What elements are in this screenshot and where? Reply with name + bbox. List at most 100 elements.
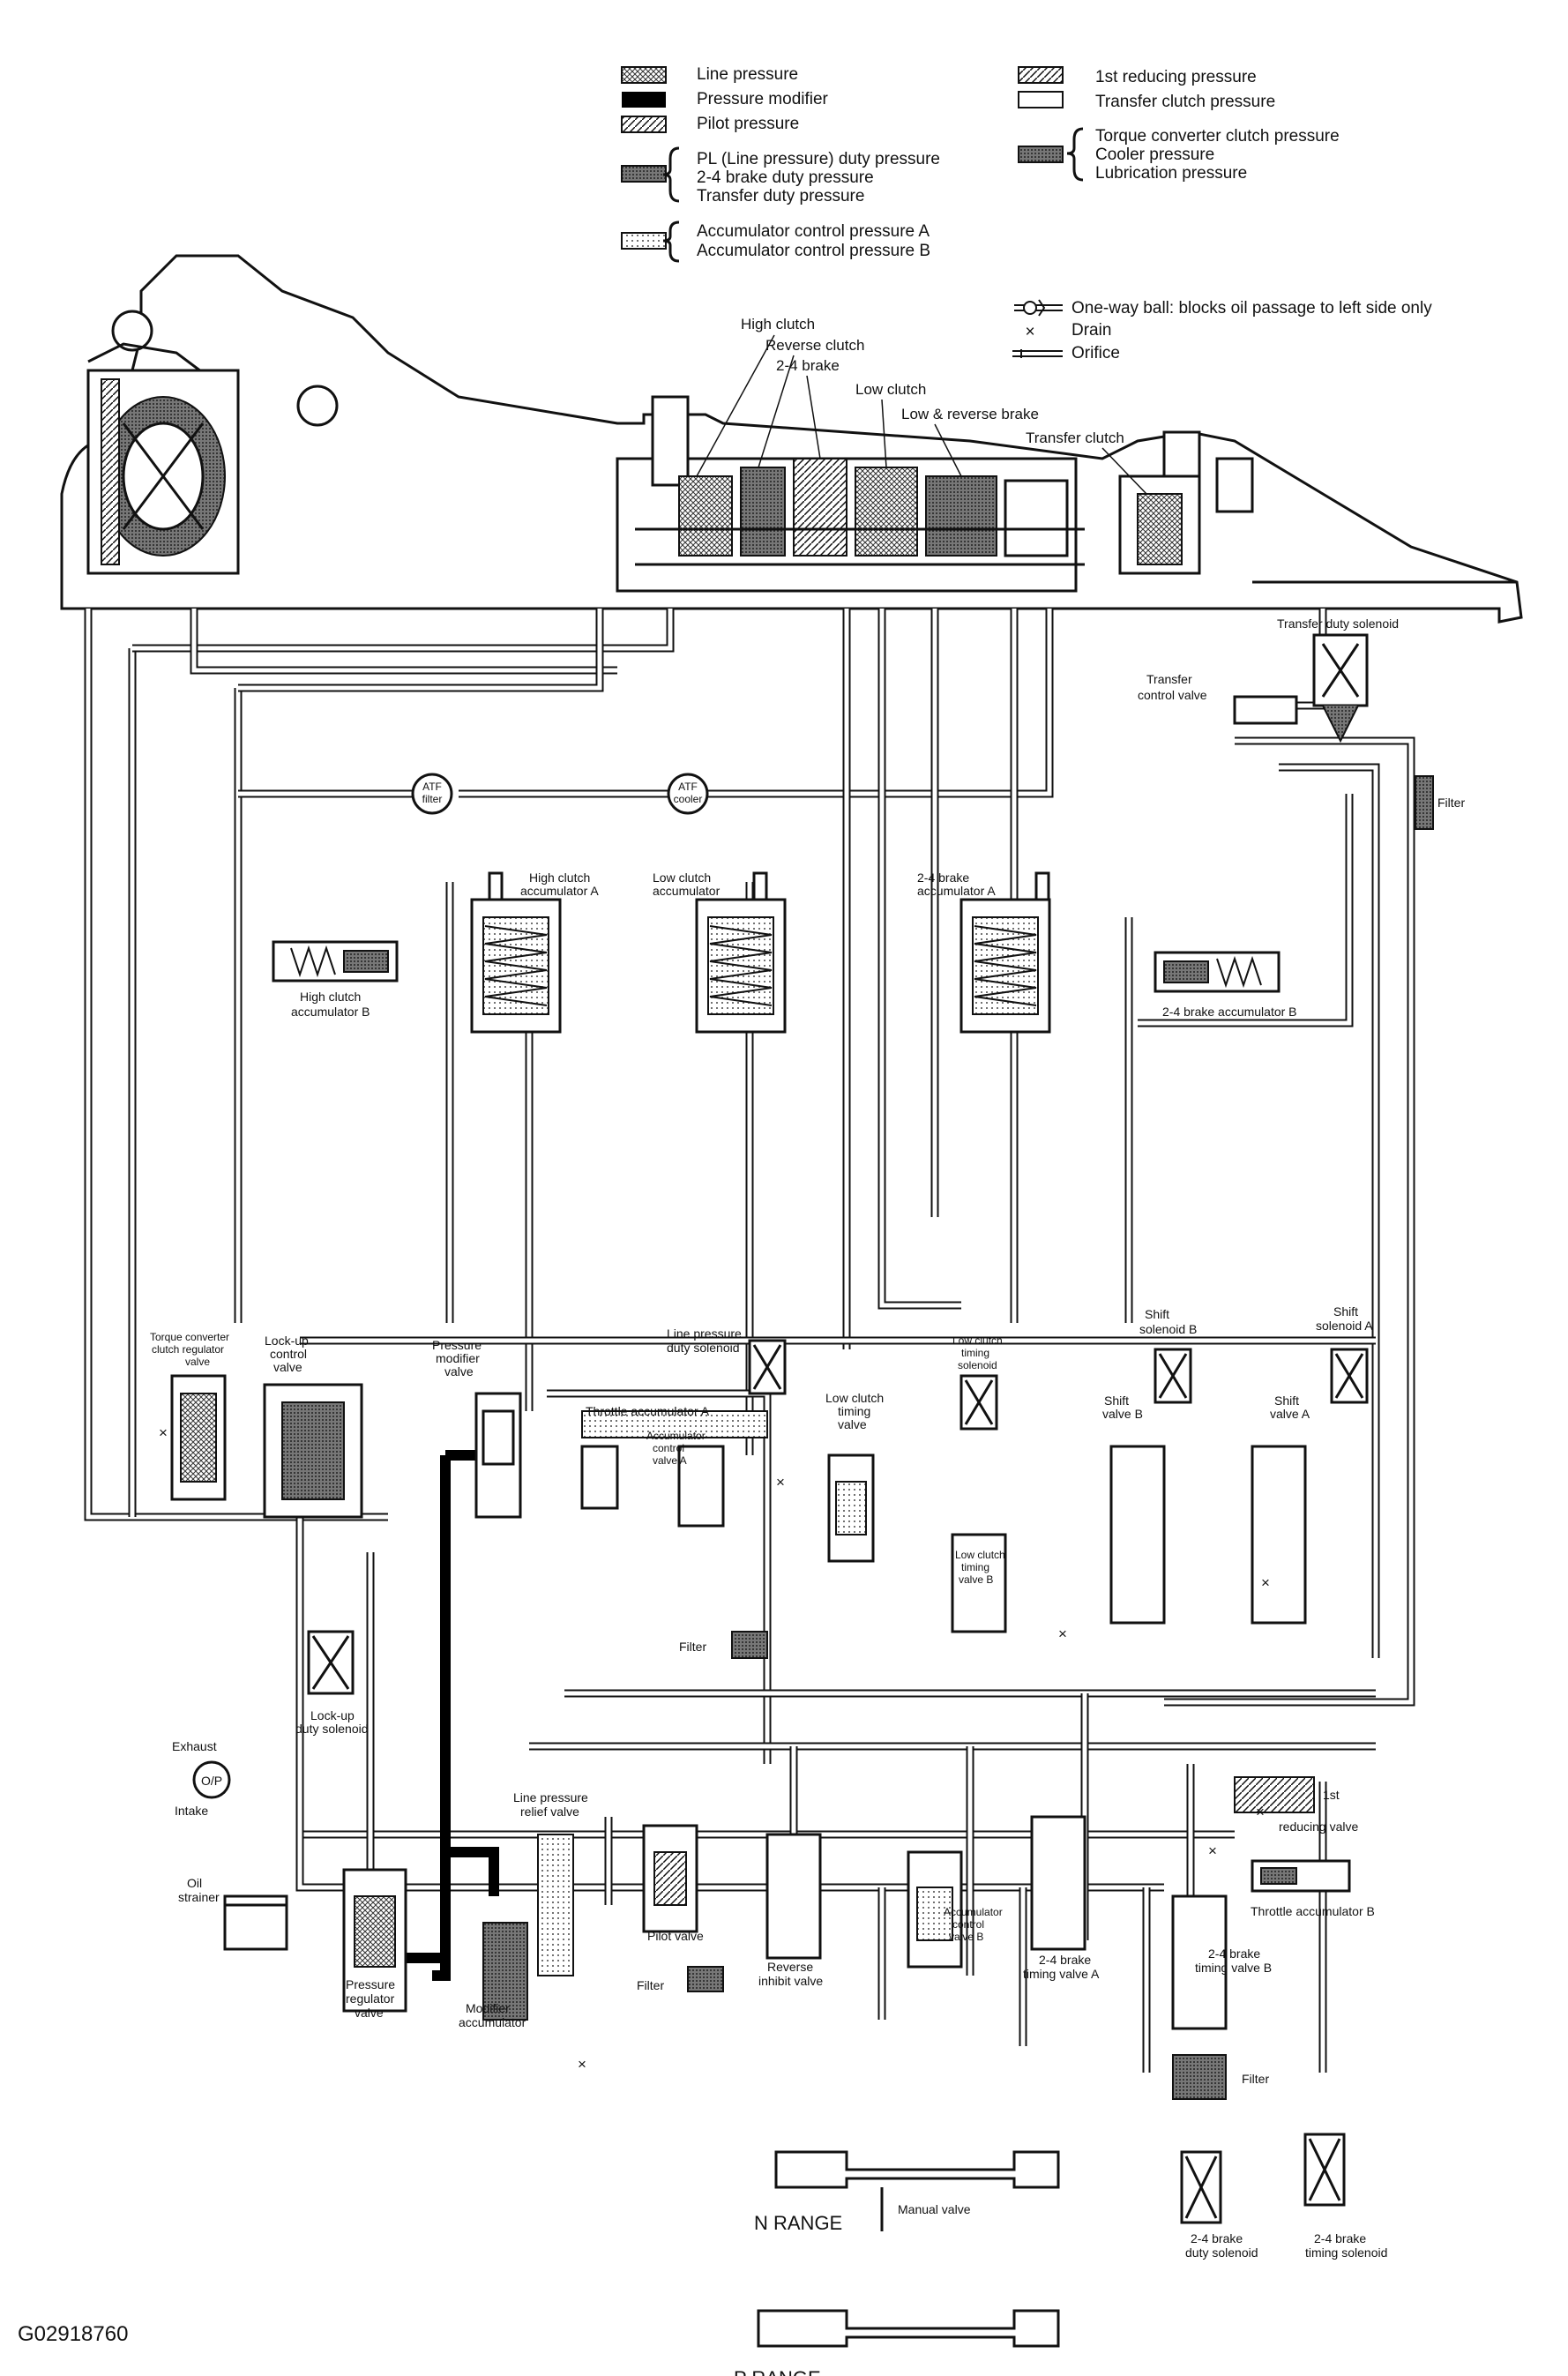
label-intake: Intake xyxy=(175,1804,208,1818)
label-lctvb-2: timing xyxy=(961,1561,989,1573)
label-tcc-reg-2: clutch regulator xyxy=(152,1343,224,1356)
label-high-clutch-acc-b-1: High clutch xyxy=(300,990,361,1004)
label-high-clutch: High clutch xyxy=(741,316,815,332)
label-high-clutch-acc-a-1: High clutch xyxy=(529,870,590,885)
label-reverse-clutch: Reverse clutch xyxy=(765,337,864,354)
filter-lower xyxy=(1172,2054,1227,2100)
drain-x-icon: × xyxy=(159,1424,168,1441)
legend-acc-control-a: Accumulator control pressure A xyxy=(697,222,930,241)
label-oil-strainer-2: strainer xyxy=(178,1890,220,1904)
label-lp-duty-2: duty solenoid xyxy=(667,1341,740,1355)
label-atf-cooler-1: ATF xyxy=(678,781,698,793)
legend-acc-control-b: Accumulator control pressure B xyxy=(697,242,930,260)
label-24bts-2: timing solenoid xyxy=(1305,2245,1387,2260)
label-lockup-duty-1: Lock-up xyxy=(310,1708,355,1722)
one-way-ball-icon xyxy=(1014,299,1063,317)
shift-valve-a: Shift valve A xyxy=(1251,1393,1310,1625)
filter-mid-group: Filter xyxy=(679,1631,768,1659)
label-24bds-2: duty solenoid xyxy=(1185,2245,1258,2260)
label-ssb-1: Shift xyxy=(1145,1307,1169,1321)
manual-valve: Manual valve N RANGE xyxy=(754,2150,1060,2234)
low-clutch-timing-valve-b: Low clutch timing valve B xyxy=(951,1533,1007,1633)
high-clutch-accumulator-b: High clutch accumulator B xyxy=(272,940,399,1019)
line-pressure-duty-solenoid: Line pressure duty solenoid xyxy=(667,1326,787,1395)
filter-mid xyxy=(731,1631,768,1659)
lockup-control-valve: Lock-up control valve xyxy=(263,1334,363,1519)
label-frv-1: 1st xyxy=(1323,1788,1340,1802)
label-acv-b-2: control xyxy=(952,1918,984,1931)
brake24-accumulator-b: 2-4 brake accumulator B xyxy=(1154,951,1297,1019)
drain-x-icon: × xyxy=(578,2056,586,2073)
brake24-accumulator-a: 2-4 brake accumulator A xyxy=(917,870,1051,1034)
legend-transfer-clutch: Transfer clutch pressure xyxy=(1095,93,1275,111)
label-filter-lower: Filter xyxy=(1242,2072,1269,2086)
low-clutch-accumulator: Low clutch accumulator xyxy=(653,870,787,1034)
label-low-reverse-brake: Low & reverse brake xyxy=(901,406,1039,422)
label-acv-a-2: control xyxy=(653,1442,684,1454)
label-exhaust: Exhaust xyxy=(172,1739,217,1753)
label-riv-1: Reverse xyxy=(767,1960,813,1974)
oil-pump: O/P Exhaust Intake xyxy=(172,1739,231,1818)
low-clutch-timing-valve: Low clutch timing valve xyxy=(825,1391,884,1563)
label-24btva-1: 2-4 brake xyxy=(1039,1953,1091,1967)
brake24-duty-solenoid: 2-4 brake duty solenoid xyxy=(1180,2150,1258,2260)
first-reducing-valve: 1st reducing valve xyxy=(1234,1776,1358,1834)
label-lockup-control-1: Lock-up xyxy=(265,1334,309,1348)
label-lctvb-1: Low clutch xyxy=(955,1549,1005,1561)
lockup-duty-solenoid: Lock-up duty solenoid xyxy=(295,1630,369,1736)
drain-x-icon: × xyxy=(1208,1842,1217,1859)
brake24-timing-valve-b: 2-4 brake timing valve B xyxy=(1171,1894,1272,2030)
label-lockup-control-3: valve xyxy=(273,1360,302,1374)
throttle-accumulator-b: Throttle accumulator B xyxy=(1251,1859,1375,1918)
label-atf-filter-2: filter xyxy=(422,793,443,805)
label-p-range: P RANGE xyxy=(734,2367,821,2376)
legend-brace-tcc xyxy=(1066,127,1084,182)
hydraulic-passages xyxy=(84,609,1415,2073)
low-clutch-timing-solenoid: Low clutch timing solenoid xyxy=(952,1334,1003,1431)
pressure-modifier-valve: Pressure modifier valve xyxy=(432,1338,522,1519)
transmission-case: High clutch Reverse clutch 2-4 brake Low… xyxy=(60,254,1523,624)
low-reverse-brake-plates xyxy=(925,475,997,557)
label-acv-a-1: Accumulator xyxy=(646,1430,706,1442)
label-brake24-acc-b: 2-4 brake accumulator B xyxy=(1162,1005,1297,1019)
label-filter-pilot: Filter xyxy=(637,1978,664,1992)
label-transfer-clutch: Transfer clutch xyxy=(1026,430,1124,446)
drain-marks: × × × × × × × xyxy=(159,1424,1270,2073)
low-clutch-plates xyxy=(855,467,918,557)
label-pilot-valve: Pilot valve xyxy=(647,1929,704,1943)
label-filter-mid: Filter xyxy=(679,1640,706,1654)
transfer-clutch-plates xyxy=(1137,493,1183,565)
bolt-hole-2 xyxy=(296,385,339,427)
oil-strainer: Oil strainer xyxy=(178,1876,288,1951)
high-clutch-drum xyxy=(651,395,690,487)
label-acv-b-3: valve B xyxy=(949,1931,983,1943)
atf-filter: ATF filter xyxy=(411,773,453,815)
label-ssb-2: solenoid B xyxy=(1139,1322,1197,1336)
filter-pilot xyxy=(687,1966,724,1992)
label-acv-b-1: Accumulator xyxy=(944,1906,1003,1918)
label-tcc-reg-1: Torque converter xyxy=(150,1331,229,1343)
label-prv-2: regulator xyxy=(346,1991,395,2006)
legend-cooler-pressure: Cooler pressure xyxy=(1095,146,1214,164)
label-throttle-acc-a: Throttle accumulator A xyxy=(586,1404,710,1418)
high-clutch-plates xyxy=(678,475,733,557)
label-riv-2: inhibit valve xyxy=(758,1974,823,1988)
label-transfer-control-valve-2: control valve xyxy=(1138,688,1207,702)
shift-solenoid-a: Shift solenoid A xyxy=(1316,1304,1373,1404)
shift-solenoid-b: Shift solenoid B xyxy=(1139,1307,1197,1404)
legend-swatch-pressure-modifier xyxy=(622,92,666,108)
tcc-regulator-valve: Torque converter clutch regulator valve xyxy=(150,1331,229,1501)
label-sva-2: valve A xyxy=(1270,1407,1310,1421)
clutch-packs xyxy=(616,395,1517,593)
legend-swatch-1st-reducing xyxy=(1018,66,1064,84)
reverse-inhibit-valve: Reverse inhibit valve xyxy=(758,1833,823,1988)
label-24btvb-2: timing valve B xyxy=(1195,1961,1272,1975)
label-transfer-duty-solenoid: Transfer duty solenoid xyxy=(1277,616,1399,631)
legend-swatch-duty-pressure xyxy=(621,165,667,183)
figure-id: G02918760 xyxy=(18,2322,128,2346)
shift-valve-b: Shift valve B xyxy=(1102,1393,1166,1625)
legend-swatch-tcc xyxy=(1018,146,1064,163)
label-low-clutch: Low clutch xyxy=(855,381,926,398)
label-24-brake: 2-4 brake xyxy=(776,357,840,374)
label-svb-1: Shift xyxy=(1104,1393,1129,1408)
